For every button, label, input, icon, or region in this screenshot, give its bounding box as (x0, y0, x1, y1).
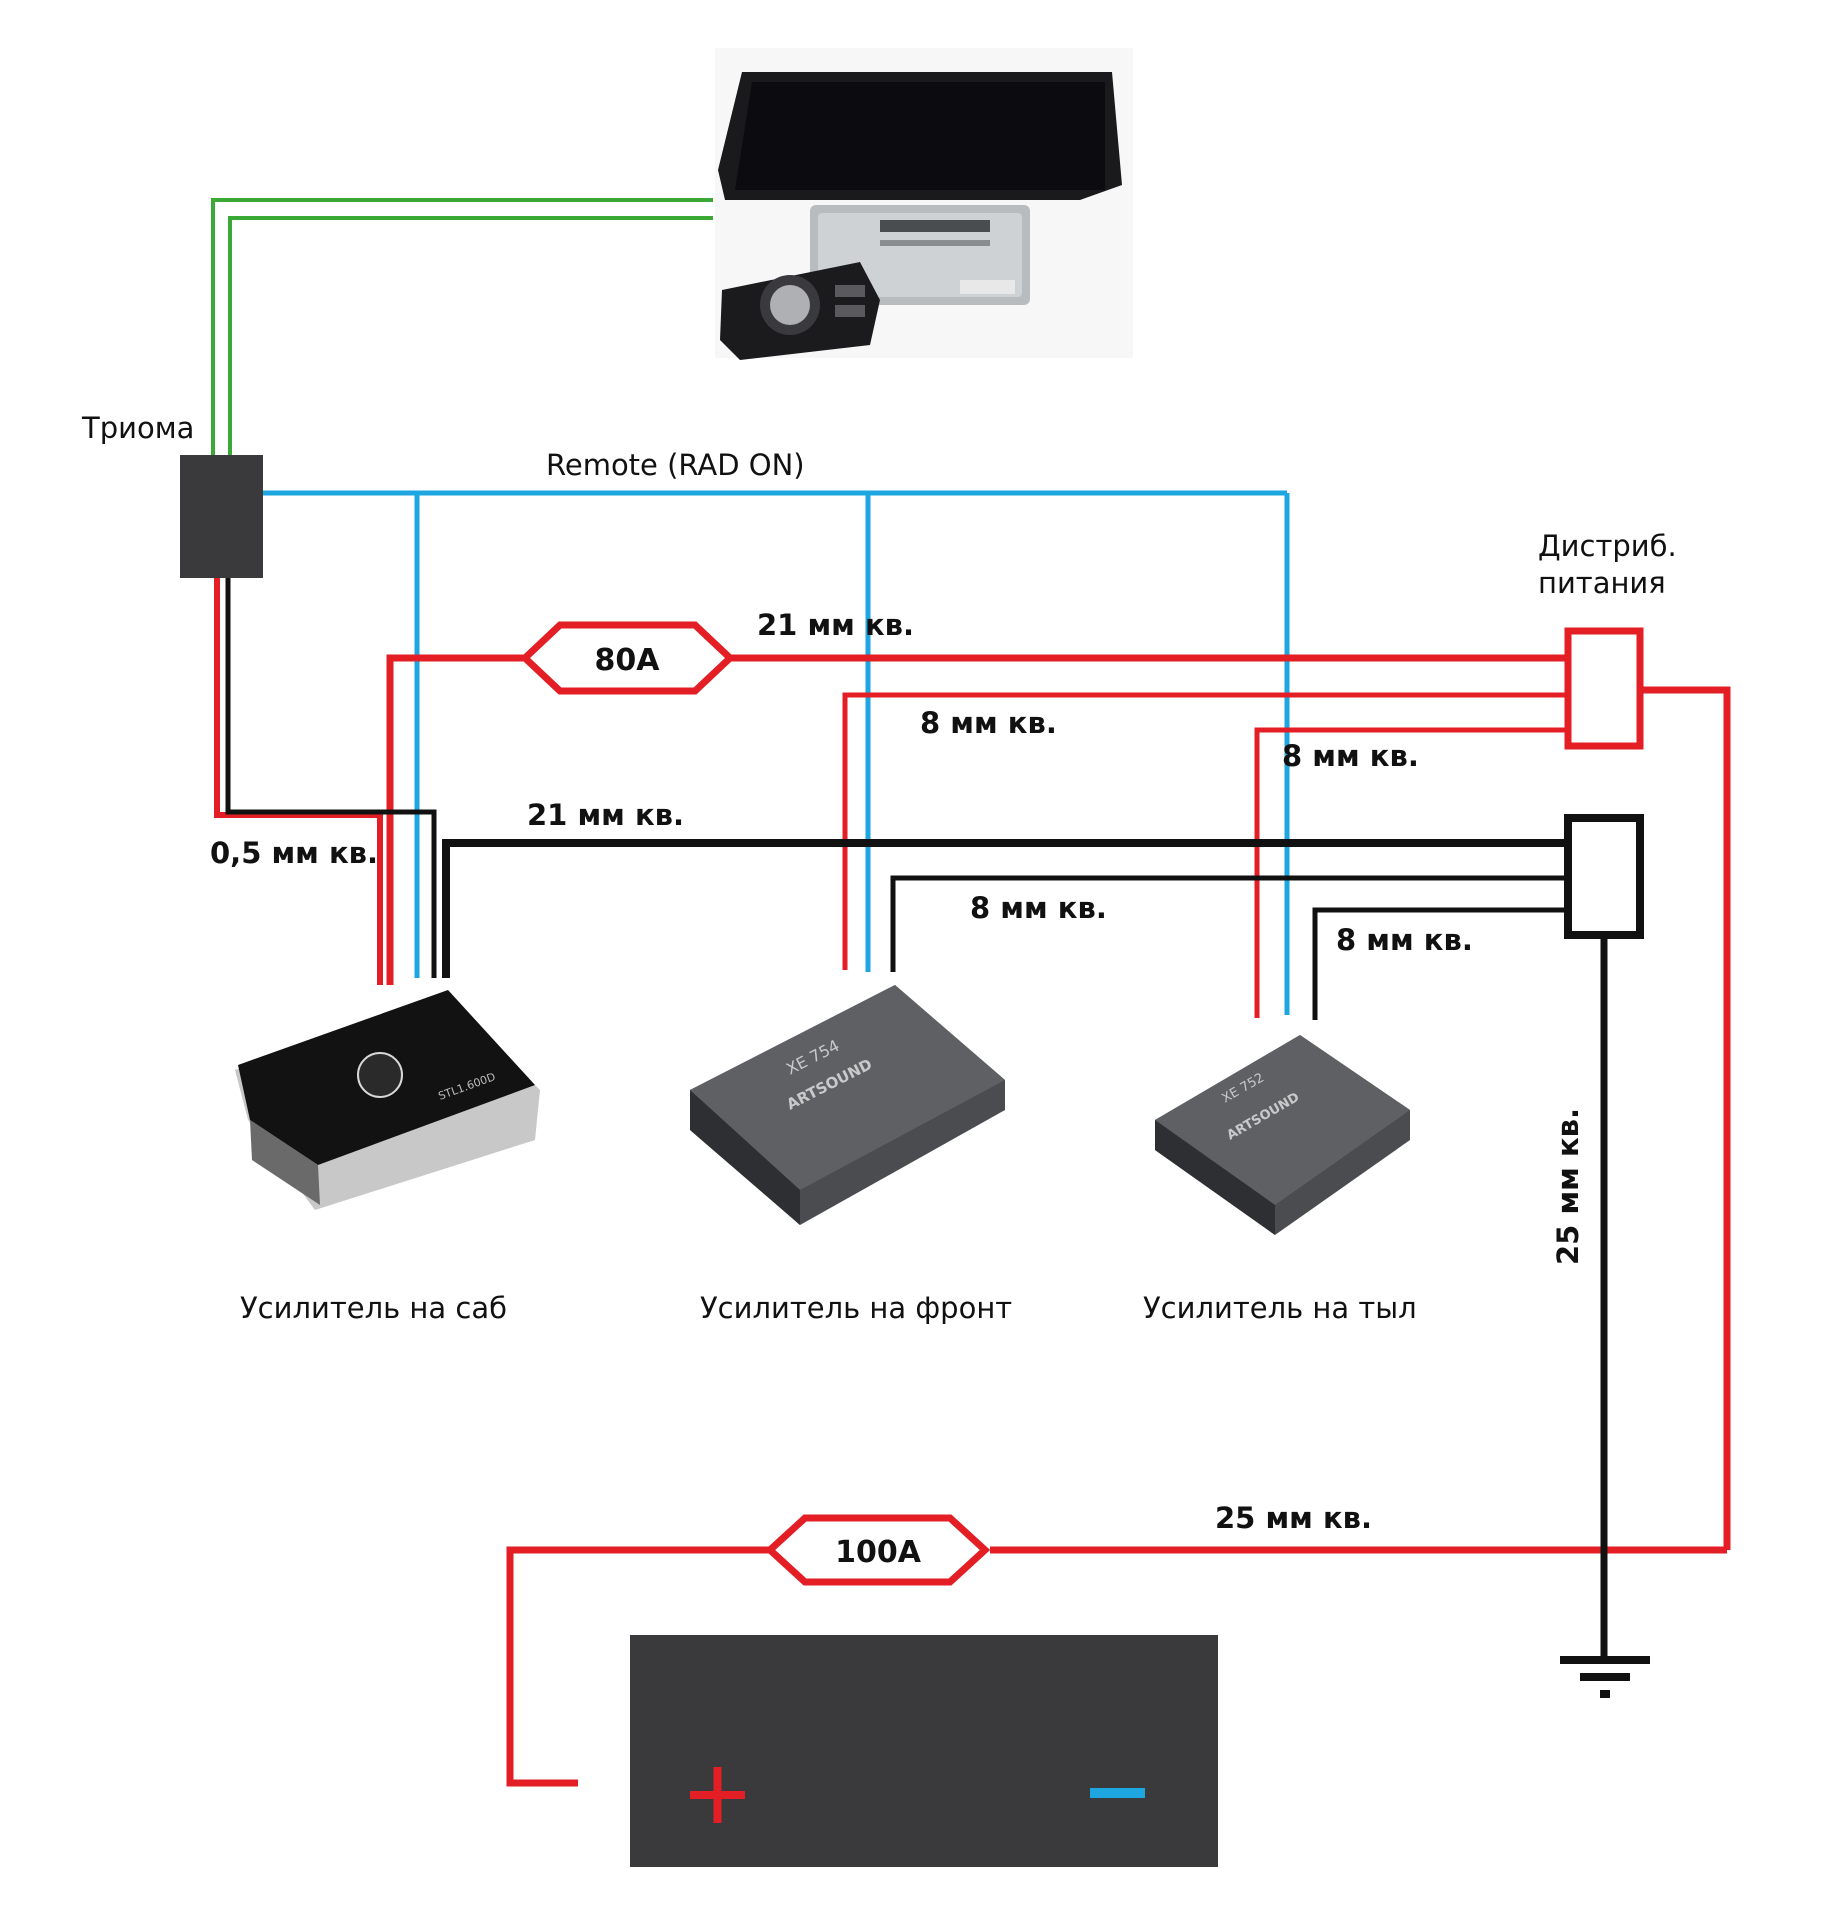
triome-label: Триома (81, 411, 194, 445)
amp-rear-label: Усилитель на тыл (1143, 1291, 1417, 1325)
wire-label-ground-main: 21 мм кв. (527, 798, 684, 832)
fuse-100a: 100A (764, 1514, 991, 1586)
ground-wires (225, 578, 1608, 1660)
fuse-80a-label: 80A (595, 643, 661, 678)
distributor-label-2: питания (1538, 566, 1666, 600)
fuse-80a: 80A (519, 621, 736, 695)
signal-wires (211, 198, 713, 455)
power-wires (214, 578, 1731, 1787)
amp-sub-label: Усилитель на саб (240, 1291, 507, 1325)
triome-box (180, 455, 263, 578)
wire-label-battery: 25 мм кв. (1215, 1501, 1372, 1535)
fuse-100a-label: 100A (835, 1535, 922, 1570)
wire-label-power-rear: 8 мм кв. (1282, 739, 1419, 773)
wire-label-triome: 0,5 мм кв. (210, 836, 378, 870)
wire-label-power-front: 8 мм кв. (920, 706, 1057, 740)
power-distributor (1564, 627, 1644, 750)
battery (630, 1635, 1218, 1867)
ground-distributor (1564, 814, 1644, 939)
head-unit (715, 48, 1133, 360)
wire-label-power-main: 21 мм кв. (757, 608, 914, 642)
wire-label-ground-front: 8 мм кв. (970, 891, 1107, 925)
remote-label: Remote (RAD ON) (546, 448, 805, 482)
amp-front-label: Усилитель на фронт (700, 1291, 1012, 1325)
wire-label-ground-vertical: 25 мм кв. (1551, 1108, 1585, 1265)
remote-wires (262, 490, 1290, 1015)
amp-rear: XE 752 ARTSOUND (1155, 1035, 1410, 1235)
ground-icon (1560, 1656, 1650, 1698)
amp-sub: STL1.600D (235, 990, 540, 1210)
amp-front: XE 754 ARTSOUND (690, 985, 1005, 1225)
wire-label-ground-rear: 8 мм кв. (1336, 923, 1473, 957)
distributor-label-1: Дистриб. (1538, 529, 1677, 563)
